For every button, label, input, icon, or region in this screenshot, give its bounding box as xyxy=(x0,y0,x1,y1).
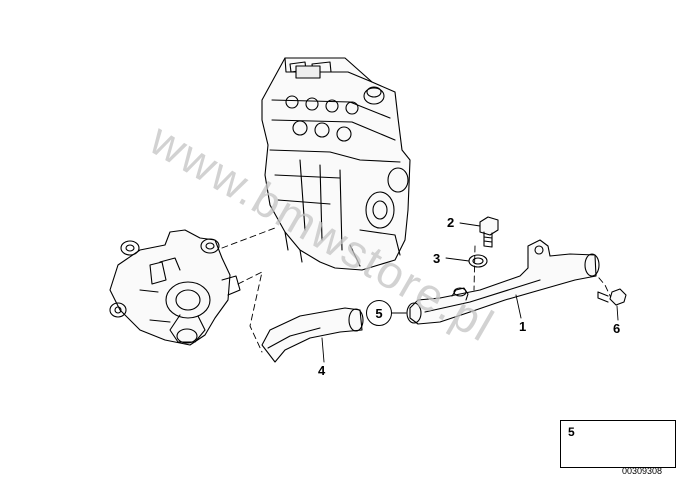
callout-1: 1 xyxy=(519,319,527,334)
hose-illustration xyxy=(261,307,364,363)
coolant-pipe-illustration xyxy=(406,239,600,325)
diagram-id: 00309308 xyxy=(622,466,663,476)
leader-lines xyxy=(321,222,619,363)
bolt-illustration xyxy=(479,216,499,248)
callout-2: 2 xyxy=(447,215,455,230)
legend-item-number: 5 xyxy=(568,425,575,439)
screw-illustration xyxy=(597,288,627,306)
callout-3: 3 xyxy=(433,251,441,266)
engine-illustration xyxy=(261,57,411,271)
legend-box xyxy=(560,420,676,468)
callout-6: 6 xyxy=(613,321,621,336)
callout-4: 4 xyxy=(318,363,326,378)
seal-ring-illustration xyxy=(468,254,488,268)
callout-5: 5 xyxy=(366,300,392,326)
water-pump-illustration xyxy=(109,229,241,346)
